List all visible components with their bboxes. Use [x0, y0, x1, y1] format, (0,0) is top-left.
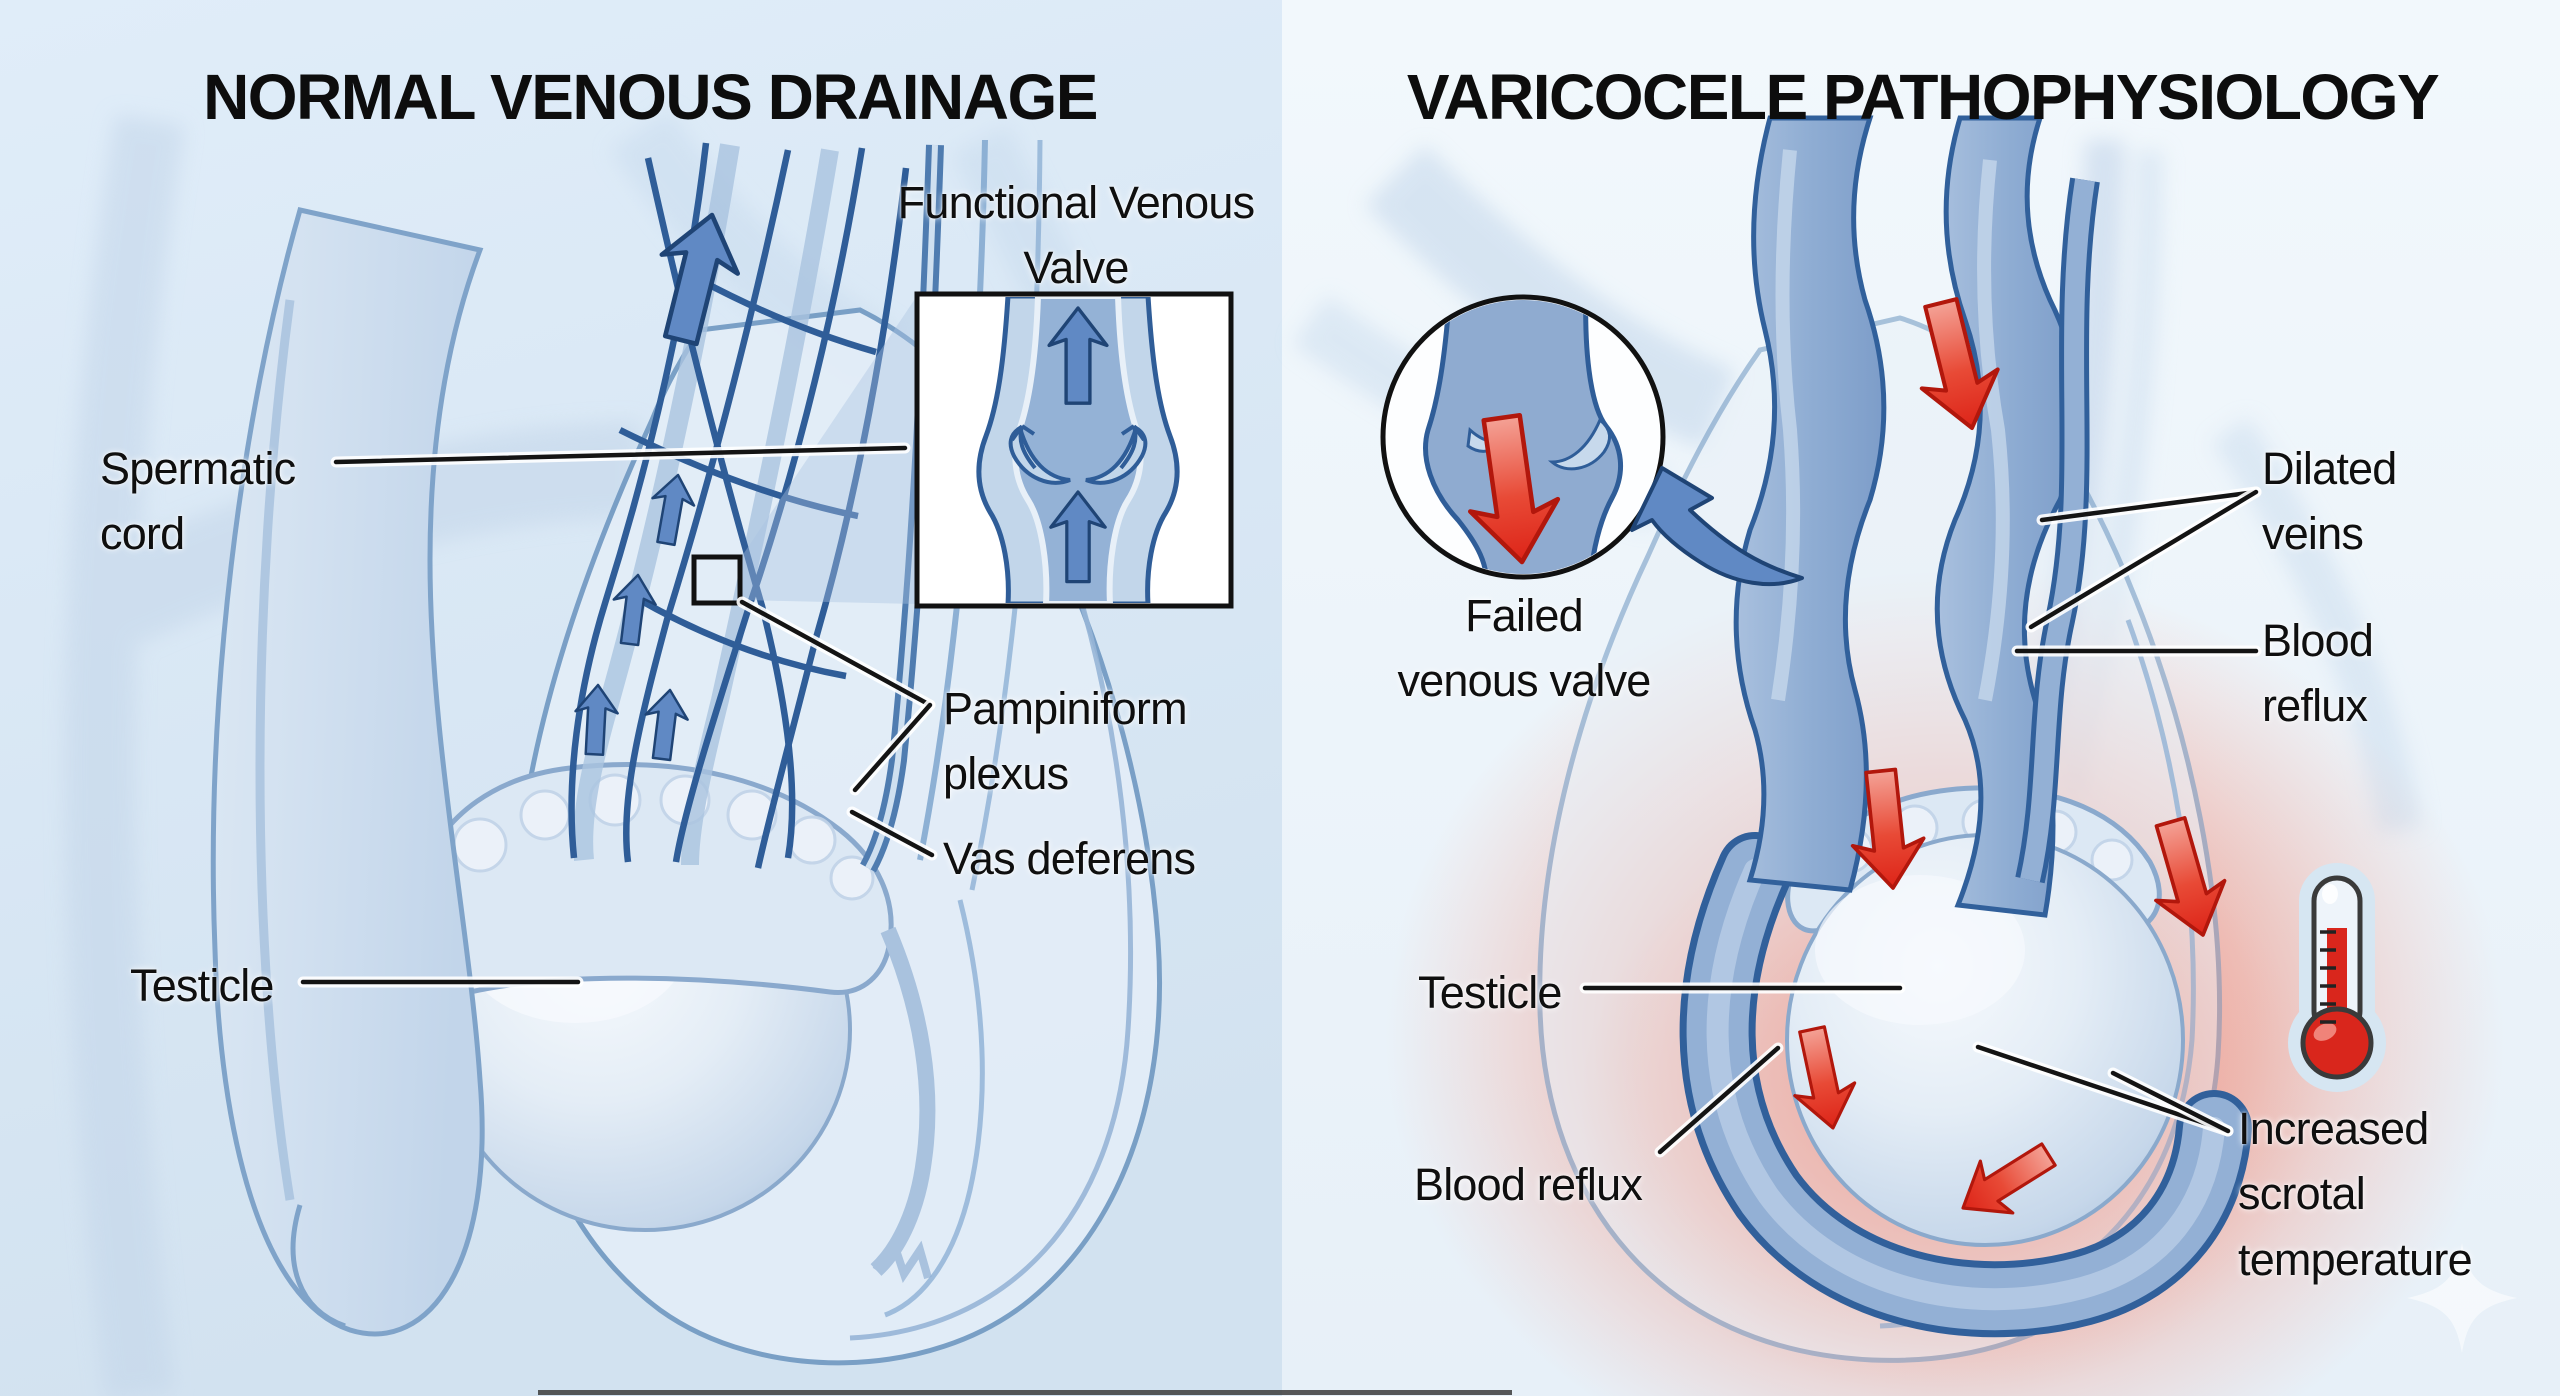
- leader-spermatic-cord: [333, 445, 908, 465]
- label-blood-reflux-lower: Blood reflux: [1414, 1159, 1643, 1210]
- epididymis-tail-coils: [872, 1235, 932, 1284]
- valve-side-flow-arrow: [1119, 424, 1146, 470]
- label-spermatic-cord: Spermatic cord: [100, 443, 296, 560]
- inset-vein-drawing: [976, 297, 1180, 603]
- left-leader-lines: [297, 442, 938, 988]
- label-blood-reflux-upper: Blood reflux: [2262, 615, 2374, 732]
- left-panel-illustration: [64, 109, 1234, 1396]
- leader-dilated-veins-a: [2039, 489, 2259, 523]
- right-panel-title: VARICOCELE PATHOPHYSIOLOGY: [1406, 61, 2440, 133]
- bottom-crop-line: [538, 1390, 1512, 1395]
- sac-fold-line: [884, 899, 985, 1318]
- dilated-vein-band: [1679, 832, 2252, 1338]
- leader-dilated-veins-b: [2028, 489, 2259, 630]
- label-testicle-right: Testicle: [1418, 967, 1562, 1018]
- leader-pampiniform-b: [852, 702, 933, 793]
- magnified-failed-valve-inset: [1380, 294, 1666, 580]
- leader-blood-reflux-lower: [1657, 1045, 1781, 1155]
- right-panel-illustration: [1292, 115, 2517, 1396]
- penis-shaft-line: [255, 299, 295, 1201]
- penis-glans-line: [290, 1204, 346, 1329]
- valve-leaflet-right: [1085, 424, 1148, 485]
- leader-increased-temp-b: [2110, 1070, 2231, 1134]
- magnified-functional-valve-inset: [914, 291, 1234, 609]
- label-pampiniform-plexus: Pampiniform plexus: [943, 683, 1188, 800]
- valve-side-flow-arrow: [1010, 424, 1037, 470]
- valve-leaflet-left: [1008, 424, 1071, 485]
- vein-highlights: [1771, 149, 2010, 702]
- inset-source-square: [691, 554, 743, 606]
- leader-vas-deferens: [849, 809, 935, 858]
- failed-leaflet-right: [1547, 417, 1611, 471]
- thermometer-icon: [2288, 863, 2386, 1092]
- inset-pointer-arrow: [1630, 466, 1804, 587]
- left-panel-title: NORMAL VENOUS DRAINAGE: [203, 61, 1098, 133]
- inset-failed-valve-drawing: [1423, 300, 1624, 574]
- label-increased-scrotal-temperature: Increased scrotal temperature: [2238, 1103, 2473, 1285]
- dilated-vein-thin-fill: [2020, 178, 2095, 883]
- label-vas-deferens: Vas deferens: [943, 833, 1196, 884]
- label-testicle-left: Testicle: [130, 960, 274, 1011]
- scrotum-inner-lining-left: [849, 579, 1134, 1341]
- leader-pampiniform-a: [739, 599, 933, 708]
- thermometer-ticks: [2320, 930, 2336, 1024]
- label-dilated-veins: Dilated veins: [2262, 443, 2397, 560]
- sparkle-icon: [2407, 1243, 2517, 1353]
- label-failed-venous-valve: Failed venous valve: [1397, 590, 1651, 707]
- leader-increased-temp-a: [1975, 1044, 2231, 1134]
- inset-caption-functional-valve: Functional Venous Valve: [897, 177, 1255, 294]
- right-leader-lines: [1579, 486, 2262, 1158]
- epididymis-tail: [870, 926, 936, 1276]
- penis-shape: [210, 207, 485, 1337]
